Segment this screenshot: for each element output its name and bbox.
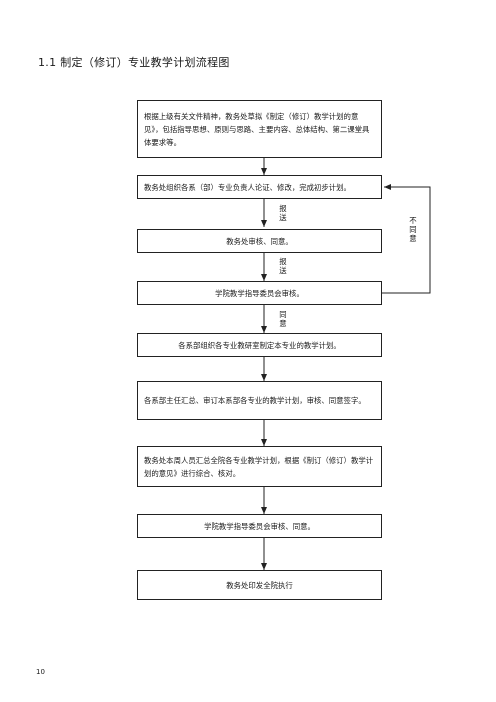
step-6-department-approval: 各系部主任汇总、审订本系部各专业的教学计划，审核、同意签字。 (137, 381, 382, 420)
page-number: 10 (36, 668, 45, 676)
edge-label-report-1: 报送 (279, 204, 287, 222)
page-title: 1.1 制定（修订）专业教学计划流程图 (38, 56, 230, 69)
edge-label-report-2: 报送 (279, 257, 287, 275)
step-5-department-plans: 各系部组织各专业教研室制定本专业的教学计划。 (137, 333, 382, 357)
edge-label-agree: 同意 (279, 310, 287, 328)
step-7-consolidation: 教务处本周人员汇总全院各专业教学计划，根据《制订（修订）教学计划的意见》进行综合… (137, 446, 382, 487)
step-2-initial-plan: 教务处组织各系（部）专业负责人论证、修改，完成初步计划。 (137, 175, 382, 199)
step-9-issue-plan: 教务处印发全院执行 (137, 570, 382, 600)
step-3-academic-affairs-review: 教务处审核、同意。 (137, 229, 382, 253)
edge-label-disagree: 不同意 (409, 216, 417, 243)
step-4-committee-review: 学院教学指导委员会审核。 (137, 281, 382, 305)
step-1-draft-guidelines: 根据上级有关文件精神，教务处草拟《制定（修订）教学计划的意见》，包括指导思想、原… (137, 100, 382, 158)
step-8-committee-approval: 学院教学指导委员会审核、同意。 (137, 514, 382, 538)
arrow-feedback-disagree (382, 184, 431, 294)
